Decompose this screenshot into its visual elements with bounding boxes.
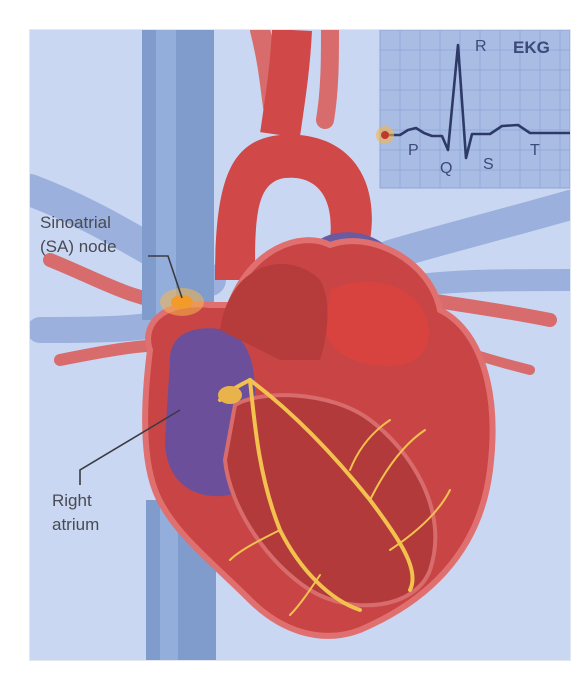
right-atrium-label-line2: atrium <box>52 514 99 535</box>
ekg-wave-s: S <box>483 156 494 174</box>
ekg-wave-r: R <box>475 38 487 56</box>
ekg-wave-q: Q <box>440 160 452 178</box>
heart-illustration-panel: EKG R P Q S T Sinoatrial (SA) node Right… <box>30 30 570 660</box>
sa-node-label-line1: Sinoatrial <box>40 212 111 233</box>
av-node <box>218 386 242 404</box>
right-atrium-label-line1: Right <box>52 490 92 511</box>
ekg-title: EKG <box>513 38 550 58</box>
ekg-wave-t: T <box>530 142 540 160</box>
heart-diagram <box>30 30 570 660</box>
ekg-wave-p: P <box>408 142 419 160</box>
sa-node-label-line2: (SA) node <box>40 236 117 257</box>
sa-node <box>160 288 204 316</box>
